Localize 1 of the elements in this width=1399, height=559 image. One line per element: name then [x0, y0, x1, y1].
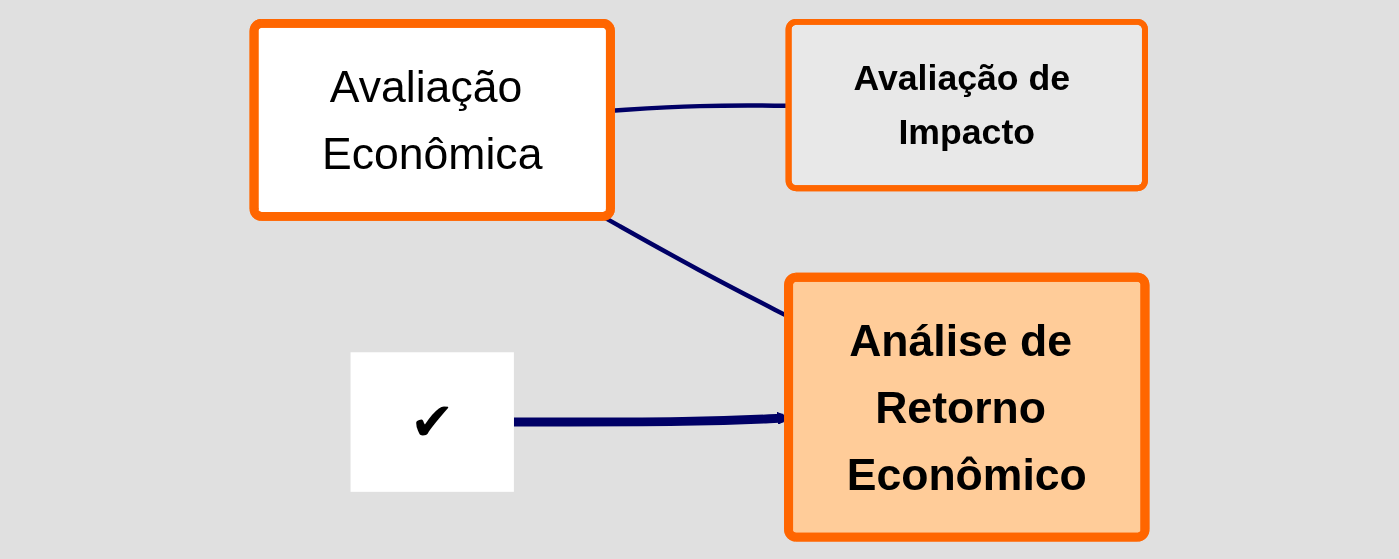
node-box: ✔	[350, 352, 514, 492]
